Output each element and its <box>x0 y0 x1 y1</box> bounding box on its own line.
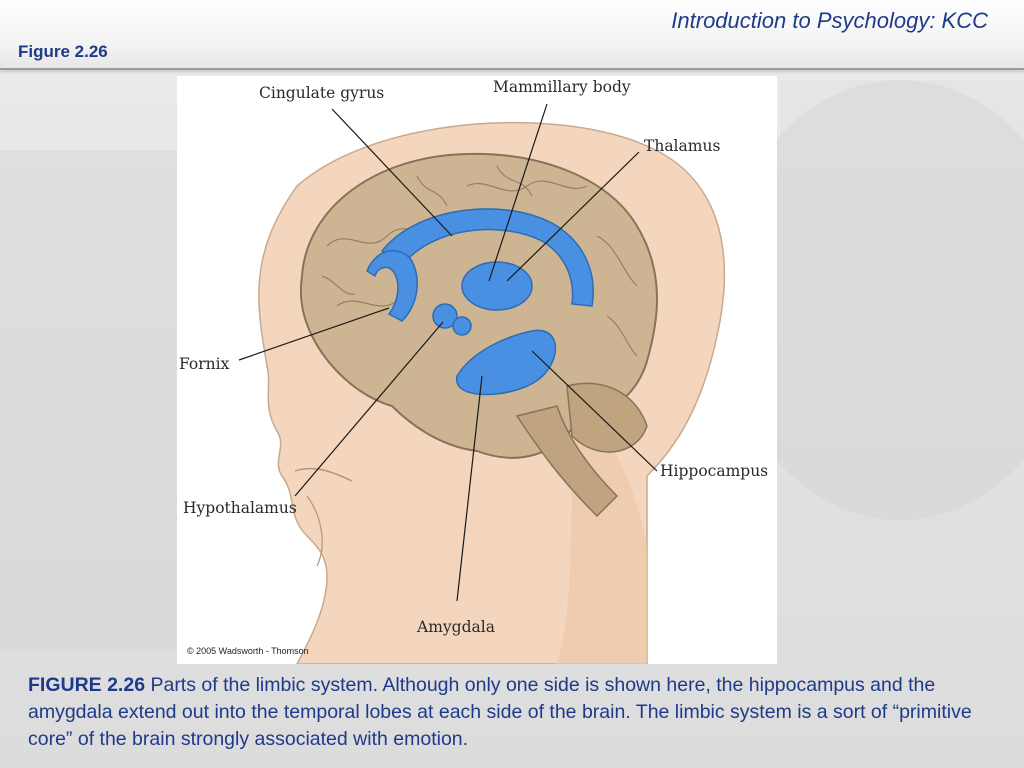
label-hypothalamus: Hypothalamus <box>183 499 297 517</box>
course-title: Introduction to Psychology: KCC <box>671 8 988 33</box>
fornix-shape <box>366 250 418 322</box>
copyright-notice: © 2005 Wadsworth - Thomson <box>187 646 309 656</box>
limbic-system-illustration: Cingulate gyrus Mammillary body Thalamus… <box>177 76 777 664</box>
mammillary-body-shape <box>432 303 458 329</box>
label-thalamus: Thalamus <box>644 137 720 155</box>
caption-text: Parts of the limbic system. Although onl… <box>28 674 972 750</box>
header-bar: Introduction to Psychology: KCC Figure 2… <box>0 0 1024 70</box>
cingulate-gyrus-shape <box>380 208 594 307</box>
label-mammillary-body: Mammillary body <box>493 78 631 96</box>
hypothalamus-shape <box>452 316 472 336</box>
label-hippocampus: Hippocampus <box>660 462 768 480</box>
label-cingulate-gyrus: Cingulate gyrus <box>259 84 384 102</box>
label-fornix: Fornix <box>179 355 230 373</box>
thalamus-shape <box>461 261 533 311</box>
label-amygdala: Amygdala <box>416 618 495 636</box>
figure-label: Figure 2.26 <box>18 42 108 61</box>
brain-diagram: Cingulate gyrus Mammillary body Thalamus… <box>179 78 768 664</box>
figure-caption: FIGURE 2.26 Parts of the limbic system. … <box>28 672 1008 753</box>
caption-lead: FIGURE 2.26 <box>28 674 146 696</box>
